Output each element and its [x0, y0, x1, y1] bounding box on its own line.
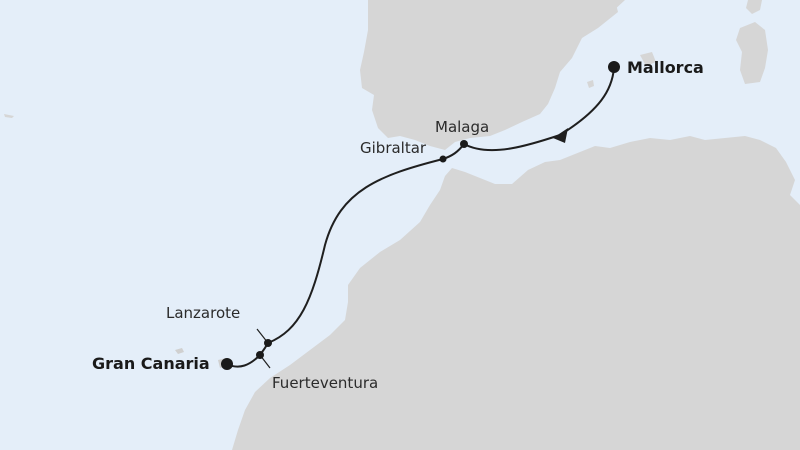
land-tenerife — [175, 348, 184, 354]
land-madeira — [4, 114, 14, 118]
land-ibiza — [587, 80, 594, 88]
port-label-gibraltar: Gibraltar — [360, 139, 427, 157]
land-france — [600, 0, 625, 16]
land-iberia — [360, 0, 618, 150]
land-corsica — [746, 0, 762, 14]
port-marker-malaga[interactable] — [460, 140, 468, 148]
route-direction-arrow-icon — [553, 128, 568, 143]
port-marker-mallorca[interactable] — [608, 61, 620, 73]
port-marker-gibraltar[interactable] — [439, 155, 447, 163]
port-marker-gran-canaria[interactable] — [221, 358, 233, 370]
port-marker-lanzarote[interactable] — [264, 339, 272, 347]
port-label-gran-canaria: Gran Canaria — [92, 354, 210, 373]
route-line — [225, 67, 615, 368]
port-label-malaga: Malaga — [435, 118, 490, 136]
land-mallorca — [640, 52, 656, 66]
port-label-mallorca: Mallorca — [627, 58, 704, 77]
port-label-lanzarote: Lanzarote — [166, 304, 241, 322]
land-africa — [232, 136, 800, 450]
port-label-fuerteventura: Fuerteventura — [272, 374, 379, 392]
port-marker-fuerteventura[interactable] — [256, 351, 264, 359]
land-sardinia — [736, 22, 768, 84]
